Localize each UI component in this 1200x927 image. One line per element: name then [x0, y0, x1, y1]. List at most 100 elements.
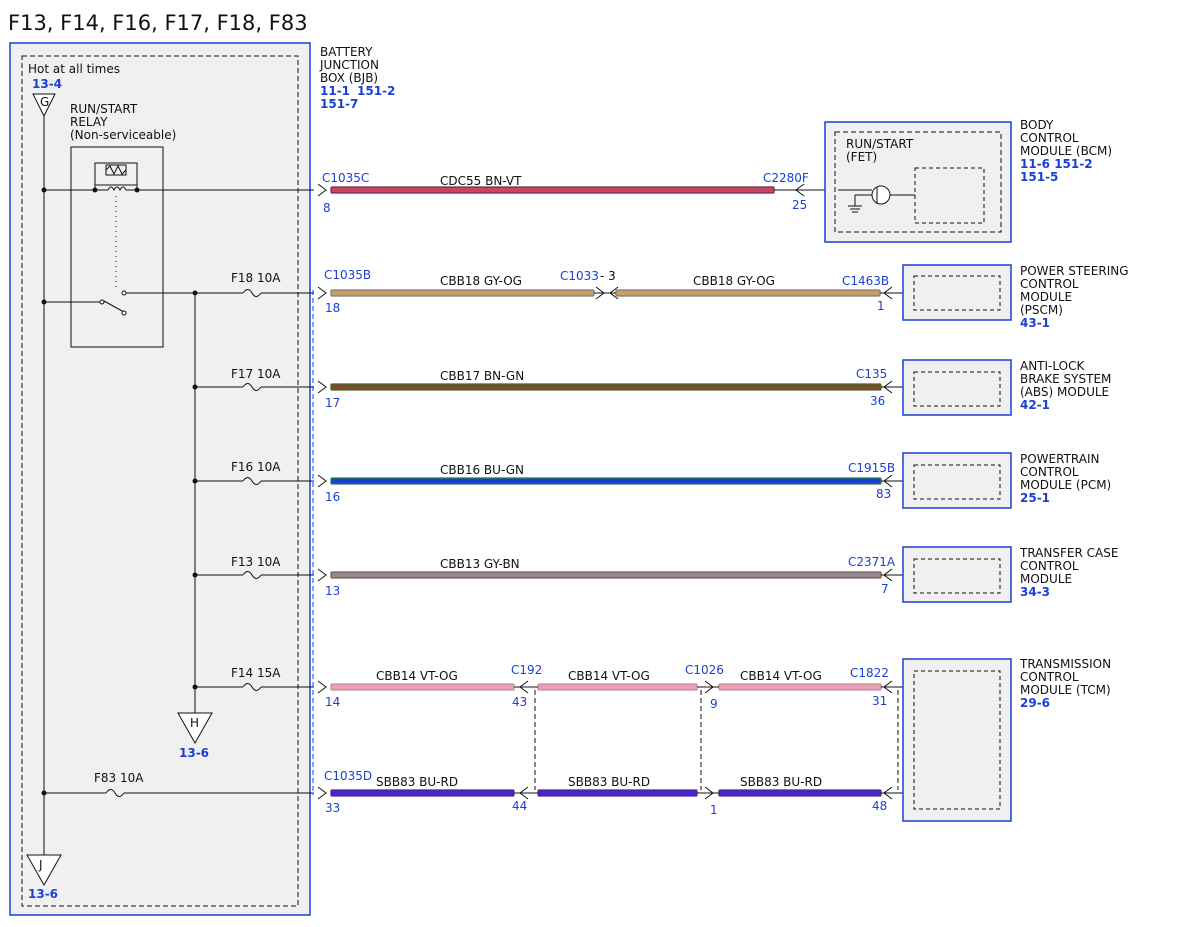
pin-c192-43: 43	[512, 695, 527, 709]
relay-name-2: RELAY	[70, 115, 108, 129]
bjb-ref-1[interactable]: 11-1	[320, 84, 350, 98]
label-bcm: BODY CONTROL MODULE (BCM) 11-6 151-2 151…	[1020, 118, 1112, 184]
tcm-name-2: CONTROL	[1020, 670, 1079, 684]
wire-cdc55-label: CDC55 BN-VT	[440, 174, 522, 188]
pscm-name-2: CONTROL	[1020, 277, 1079, 291]
conn-c1033-pin: - 3	[600, 269, 616, 283]
pcm-name-3: MODULE (PCM)	[1020, 478, 1111, 492]
fuse-f17-label: F17 10A	[231, 367, 281, 381]
pin-c1026-9: 9	[710, 697, 718, 711]
conn-c1035d[interactable]: C1035D	[324, 769, 372, 783]
j-symbol-letter: J	[38, 858, 43, 872]
fuse-f13-label: F13 10A	[231, 555, 281, 569]
bcm-name-1: BODY	[1020, 118, 1054, 132]
module-tcm[interactable]	[902, 658, 1012, 822]
wire-cbb14[interactable]	[330, 683, 882, 691]
bcm-name-3: MODULE (BCM)	[1020, 144, 1112, 158]
module-pscm[interactable]	[902, 264, 1012, 321]
conn-c1915b[interactable]: C1915B	[848, 461, 895, 475]
wire-cbb14-label-a: CBB14 VT-OG	[376, 669, 458, 683]
fuse-f83-label: F83 10A	[94, 771, 144, 785]
pin-c1915b-83: 83	[876, 487, 891, 501]
abs-ref[interactable]: 42-1	[1020, 398, 1050, 412]
relay-box	[70, 146, 164, 348]
conn-c192[interactable]: C192	[511, 663, 542, 677]
pin-c1035-17: 17	[325, 396, 340, 410]
conn-c1026[interactable]: C1026	[685, 663, 724, 677]
fuse-f13: F13 10A	[195, 555, 314, 579]
conn-c1822[interactable]: C1822	[850, 666, 889, 680]
wire-cbb17-label: CBB17 BN-GN	[440, 369, 524, 383]
fet-icon	[871, 185, 891, 205]
label-abs: ANTI-LOCK BRAKE SYSTEM (ABS) MODULE 42-1	[1020, 359, 1111, 412]
module-pcm[interactable]	[902, 452, 1012, 509]
bcm-ref-2[interactable]: 151-5	[1020, 170, 1058, 184]
bjb-box	[9, 42, 311, 916]
c1035-pins	[317, 183, 327, 800]
module-bcm[interactable]: RUN/START (FET)	[824, 121, 1012, 243]
module-transfer-case[interactable]	[902, 546, 1012, 603]
conn-c1035b[interactable]: C1035B	[324, 268, 371, 282]
abs-name-2: BRAKE SYSTEM	[1020, 372, 1111, 386]
bjb-name-1: BATTERY	[320, 45, 373, 59]
conn-c1463b[interactable]: C1463B	[842, 274, 889, 288]
pin-c1035b-18: 18	[325, 301, 340, 315]
pin-c1035d-33: 33	[325, 801, 340, 815]
bjb-ref-3[interactable]: 151-7	[320, 97, 358, 111]
pcm-name-2: CONTROL	[1020, 465, 1079, 479]
wire-cdc55[interactable]	[330, 186, 775, 194]
pcm-ref[interactable]: 25-1	[1020, 491, 1050, 505]
bcm-inner-2: (FET)	[846, 150, 877, 164]
bjb-ref-2[interactable]: 151-2	[357, 84, 395, 98]
h-page-ref[interactable]: 13-6	[179, 746, 209, 760]
tcase-ref[interactable]: 34-3	[1020, 585, 1050, 599]
wire-cbb18-label-a: CBB18 GY-OG	[440, 274, 522, 288]
pin-c2280f-25: 25	[792, 198, 807, 212]
tcase-name-1: TRANSFER CASE	[1019, 546, 1118, 560]
label-pscm: POWER STEERING CONTROL MODULE (PSCM) 43-…	[1020, 264, 1129, 330]
conn-c2280f[interactable]: C2280F	[763, 171, 809, 185]
fuse-f14-label: F14 15A	[231, 666, 281, 680]
wire-cbb13[interactable]	[330, 571, 882, 579]
g-connector-symbol	[32, 93, 56, 118]
wire-cbb14-label-b: CBB14 VT-OG	[568, 669, 650, 683]
conn-c1035c[interactable]: C1035C	[322, 171, 369, 185]
pin-c135-36: 36	[870, 394, 885, 408]
g-symbol-letter: G	[40, 95, 49, 109]
pcm-name-1: POWERTRAIN	[1020, 452, 1100, 466]
conn-c135[interactable]: C135	[856, 367, 887, 381]
tcase-name-2: CONTROL	[1020, 559, 1079, 573]
label-tcm: TRANSMISSION CONTROL MODULE (TCM) 29-6	[1019, 657, 1111, 710]
bcm-name-2: CONTROL	[1020, 131, 1079, 145]
h-symbol-letter: H	[190, 716, 199, 730]
fuse-f18: F18 10A	[195, 271, 314, 297]
wire-sbb83-label-b: SBB83 BU-RD	[568, 775, 650, 789]
module-abs[interactable]	[902, 359, 1012, 416]
relay-coil-icon	[94, 162, 138, 186]
wire-cbb14-label-c: CBB14 VT-OG	[740, 669, 822, 683]
bcm-inner-1: RUN/START	[846, 137, 914, 151]
j-page-ref[interactable]: 13-6	[28, 887, 58, 901]
abs-name-1: ANTI-LOCK	[1020, 359, 1085, 373]
wire-cbb16-label: CBB16 BU-GN	[440, 463, 524, 477]
wire-sbb83-label-c: SBB83 BU-RD	[740, 775, 822, 789]
conn-c2371a[interactable]: C2371A	[848, 555, 896, 569]
wire-cbb13-label: CBB13 GY-BN	[440, 557, 520, 571]
bcm-ref-1[interactable]: 11-6 151-2	[1020, 157, 1093, 171]
wire-cbb17[interactable]	[330, 383, 882, 391]
conn-c1033[interactable]: C1033	[560, 269, 599, 283]
bjb-name-3: BOX (BJB)	[320, 71, 378, 85]
wire-cbb16[interactable]	[330, 477, 882, 485]
pscm-name-4: (PSCM)	[1020, 303, 1063, 317]
label-pcm: POWERTRAIN CONTROL MODULE (PCM) 25-1	[1020, 452, 1111, 505]
pin-c1035c-8: 8	[323, 201, 331, 215]
pin-c1035-16: 16	[325, 490, 340, 504]
pscm-ref[interactable]: 43-1	[1020, 316, 1050, 330]
pscm-name-1: POWER STEERING	[1020, 264, 1129, 278]
wire-sbb83[interactable]	[330, 789, 882, 797]
tcm-ref[interactable]: 29-6	[1020, 696, 1050, 710]
pin-c1463b-1: 1	[877, 299, 885, 313]
pin-c1822-48: 48	[872, 799, 887, 813]
pin-c1035-14: 14	[325, 695, 340, 709]
top-page-ref[interactable]: 13-4	[32, 77, 62, 91]
